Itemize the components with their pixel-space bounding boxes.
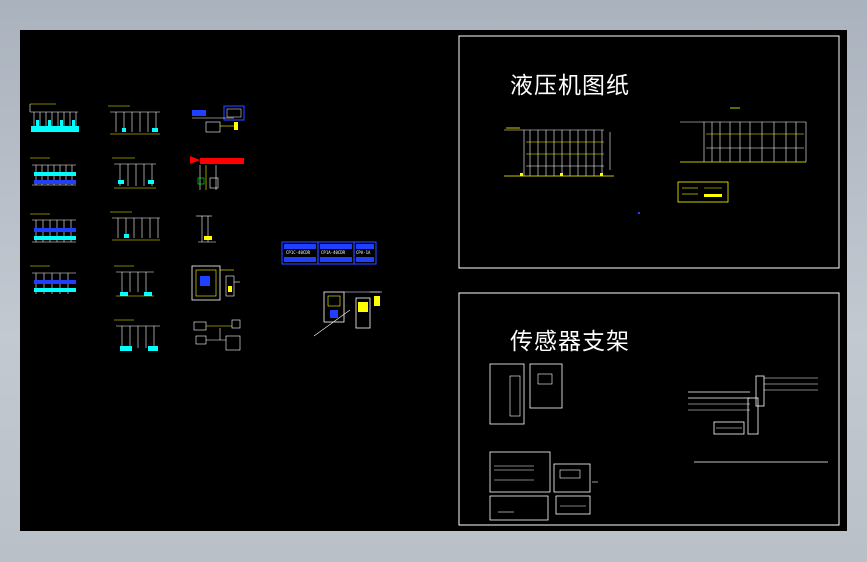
valve-assembly: [313, 291, 382, 337]
frame-title-hydraulic: 液压机图纸: [510, 73, 630, 99]
device-detail-5: [193, 319, 241, 351]
device-detail-1: [192, 105, 245, 133]
hydraulic-schematic-left: [504, 127, 640, 214]
frame-title-sensor: 传感器支架: [510, 329, 630, 355]
frame-hydraulic-border: [458, 35, 840, 269]
device-detail-3: [196, 215, 216, 243]
device-detail-red-cylinder: [190, 156, 244, 190]
ladder-block-2: [112, 157, 156, 189]
ladder-block-4: [114, 265, 154, 297]
frame-sensor-border: [458, 292, 840, 526]
sensor-bracket-views: [489, 363, 598, 521]
schematic-block-3: [30, 213, 76, 243]
ladder-block-3: [110, 211, 160, 241]
sensor-bracket-assembly: [688, 375, 828, 463]
schematic-block-4: [30, 265, 76, 294]
panel-label-2: CP1A-40CDR: [321, 250, 346, 255]
device-detail-cabinet: [191, 265, 240, 301]
schematic-block-1: [29, 103, 79, 132]
panel-label-3: CPA-1A: [356, 250, 371, 255]
plc-panel-row: [281, 241, 377, 265]
schematic-block-2: [30, 157, 76, 186]
drawing-svg: [29, 35, 840, 526]
panel-label-1: CP1C-40CDR: [286, 250, 311, 255]
ladder-block-5: [114, 319, 160, 351]
cad-drawing-canvas[interactable]: 液压机图纸 传感器支架 CP1C-40CDR CP1A-40CDR CPA-1A: [20, 30, 847, 531]
hydraulic-schematic-right: [677, 107, 807, 203]
ladder-block-1: [108, 105, 160, 135]
